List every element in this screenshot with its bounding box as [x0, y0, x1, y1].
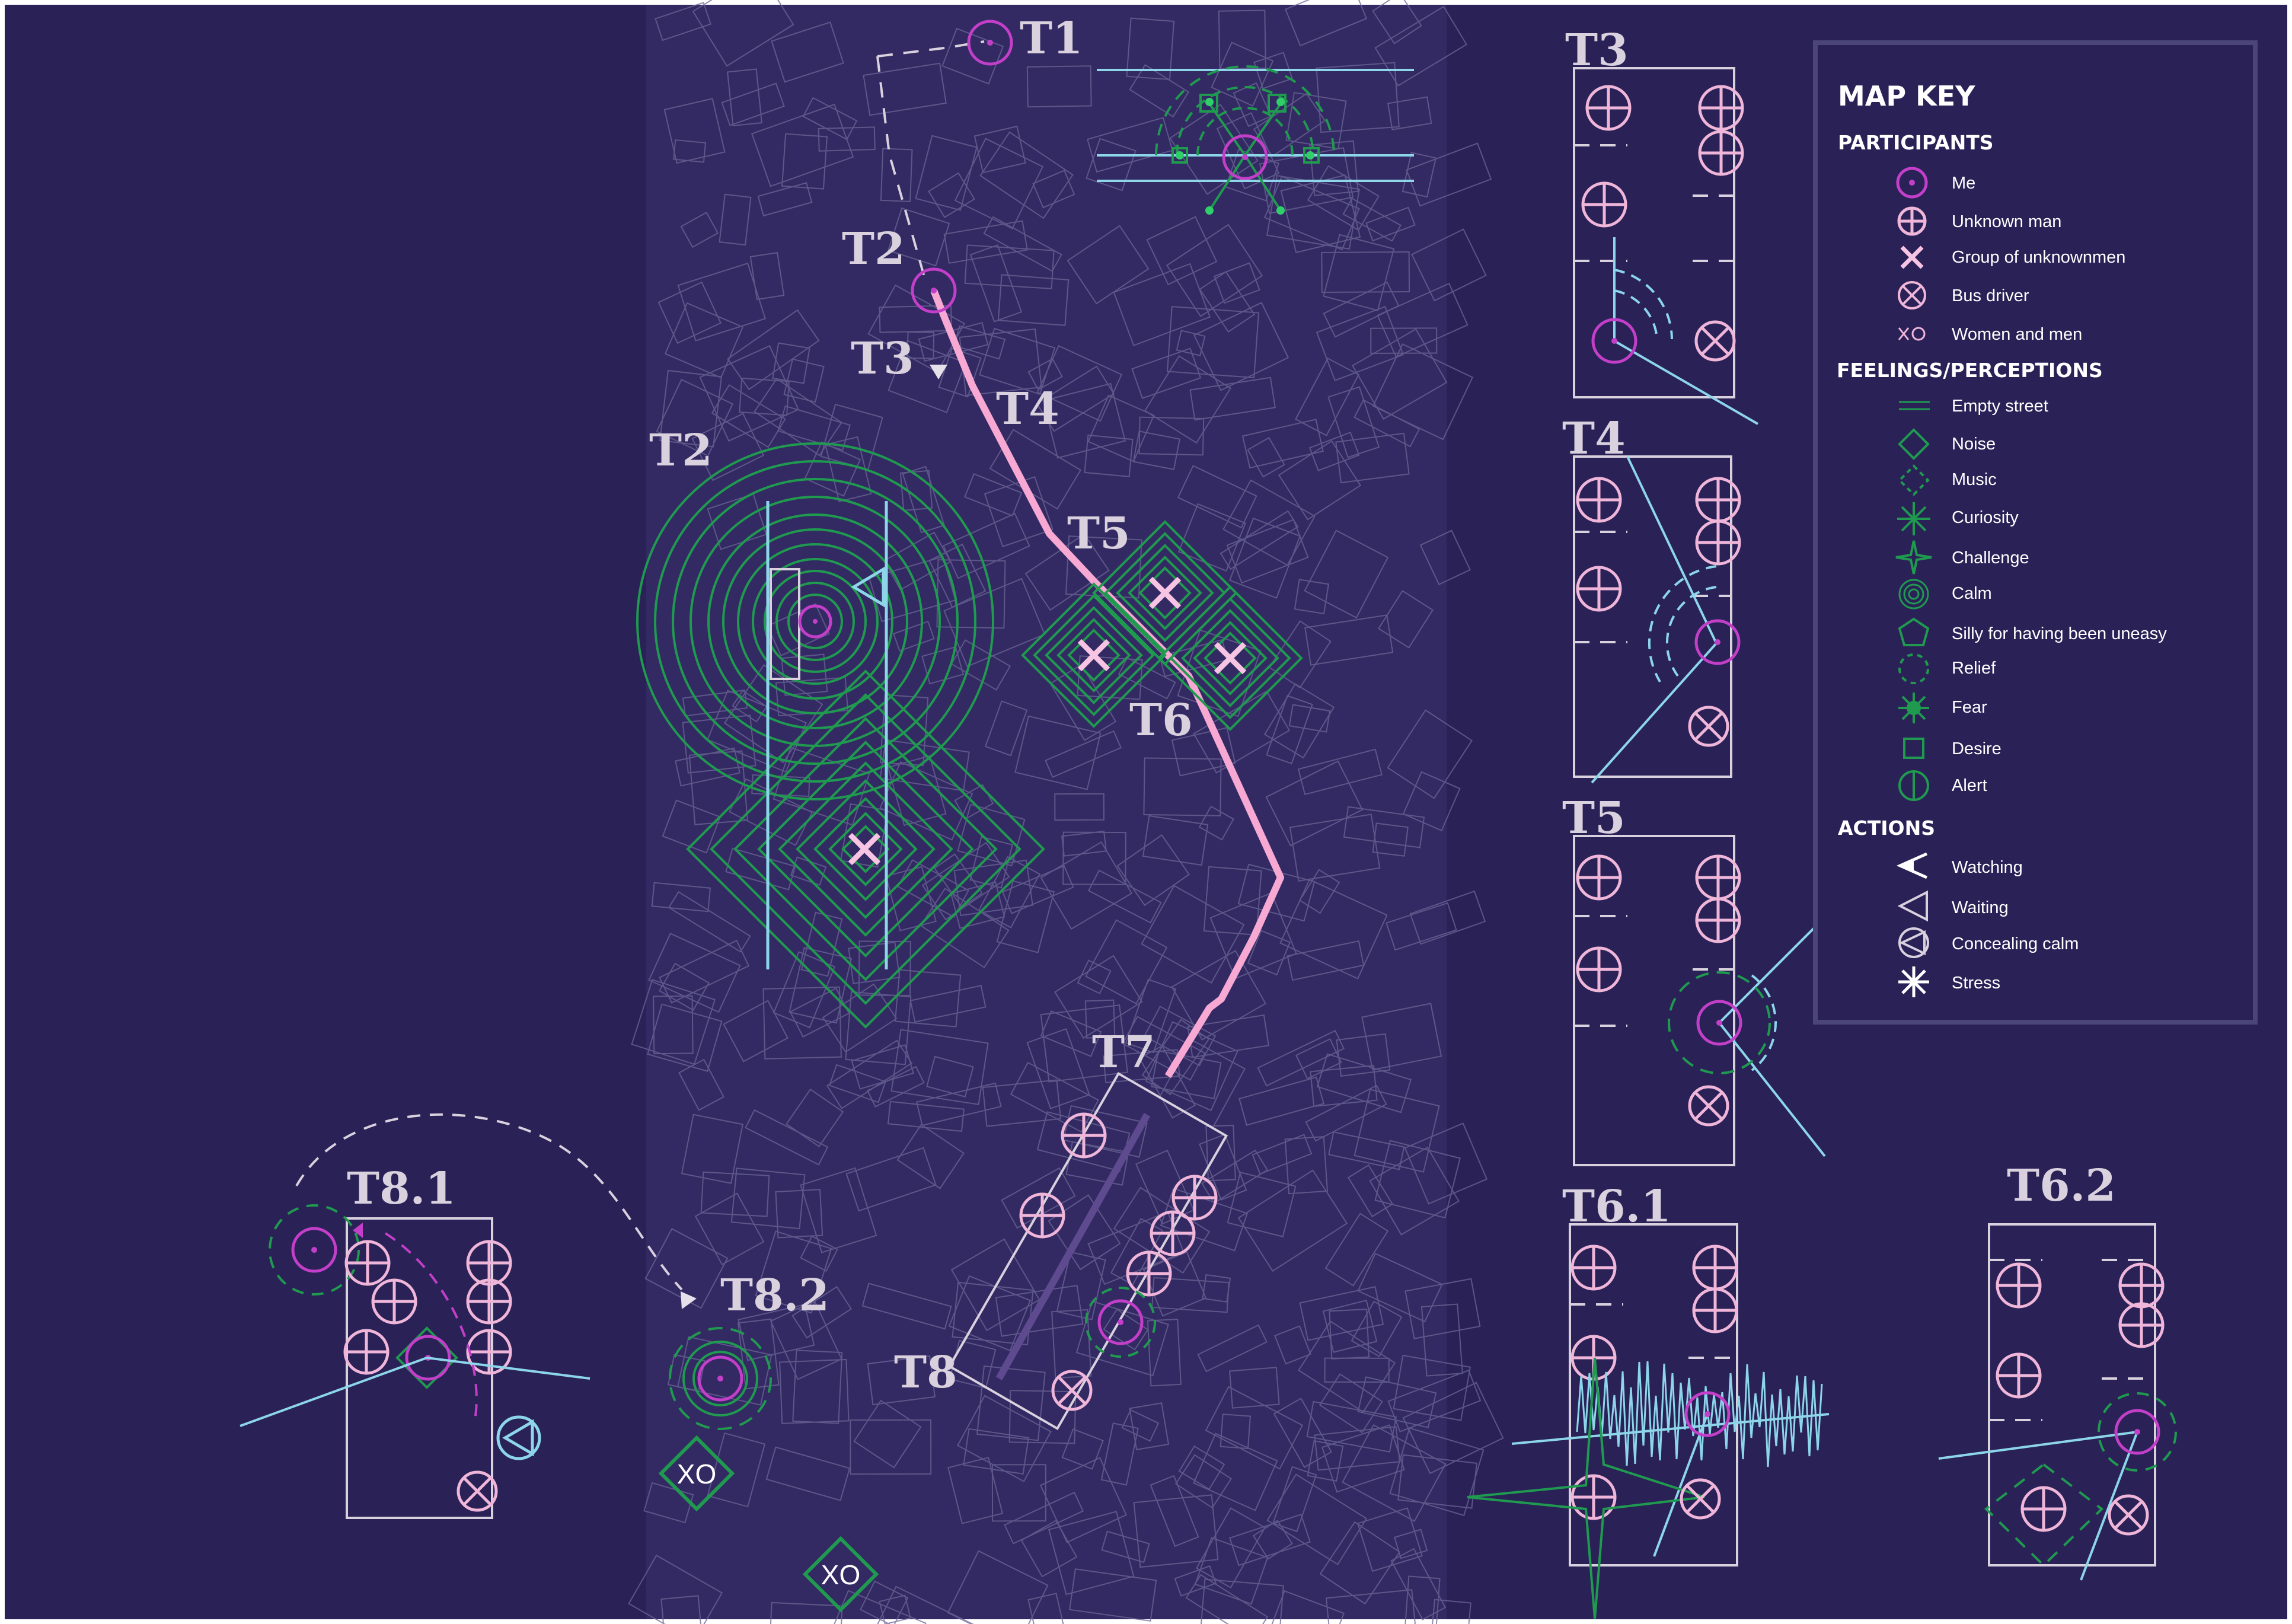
silly-icon — [1898, 617, 1930, 646]
t4-panel — [1573, 455, 1739, 784]
curiosity-icon — [1897, 502, 1930, 535]
label-t3-route: T3 — [851, 333, 914, 384]
label-t1: T1 — [1020, 13, 1083, 64]
direction-arrow-icon — [930, 365, 947, 379]
bus-detail — [947, 1071, 1228, 1431]
key-item-challenge: Challenge — [1952, 548, 2029, 567]
calm-icon — [1898, 579, 1929, 610]
label-t6-route: T6 — [1129, 695, 1193, 746]
me-icon — [1896, 167, 1928, 199]
key-item-stress: Stress — [1952, 974, 2000, 993]
t2-detail — [636, 442, 1045, 1029]
label-t5-panel: T5 — [1562, 793, 1626, 844]
label-t8-2: T8.2 — [720, 1270, 829, 1321]
label-t7-route: T7 — [1092, 1027, 1155, 1078]
label-t2-big: T2 — [649, 425, 713, 476]
key-item-group: Group of unknownmen — [1952, 248, 2125, 267]
empty-street-icon — [1899, 401, 1930, 410]
actions-heading: ACTIONS — [1838, 816, 1935, 840]
label-t6-2-panel: T6.2 — [2007, 1160, 2116, 1211]
t5-noise-diamonds — [1021, 520, 1303, 731]
participants-heading: PARTICIPANTS — [1838, 131, 1994, 154]
label-t5-route: T5 — [1067, 508, 1131, 559]
city-map-area — [646, 5, 1447, 1619]
key-item-curiosity: Curiosity — [1952, 508, 2019, 527]
label-t6-1-panel: T6.1 — [1562, 1181, 1671, 1232]
women-and-men-icon — [1898, 327, 1926, 341]
waiting-icon — [1897, 890, 1928, 922]
unknown-man-icon — [1897, 206, 1927, 236]
key-item-music: Music — [1952, 470, 1997, 489]
key-item-alert: Alert — [1952, 776, 1987, 795]
women-and-men-marker: XO — [677, 1459, 716, 1489]
key-item-waiting: Waiting — [1952, 898, 2009, 917]
label-t3-panel: T3 — [1565, 25, 1629, 76]
t8-2-detail — [658, 1327, 879, 1613]
key-item-silly: Silly for having been uneasy — [1952, 624, 2167, 643]
key-item-bus-driver: Bus driver — [1952, 286, 2029, 305]
label-t8-1: T8.1 — [347, 1163, 456, 1214]
key-item-relief: Relief — [1952, 659, 1996, 678]
bus-driver-icon — [1898, 281, 1926, 310]
stress-icon — [1898, 966, 1929, 997]
label-t2-route: T2 — [842, 224, 905, 275]
key-item-empty-street: Empty street — [1952, 397, 2048, 416]
alert-icon — [1898, 770, 1929, 801]
label-t8-route: T8 — [894, 1347, 957, 1398]
key-item-watching: Watching — [1952, 858, 2023, 877]
map-key-title: MAP KEY — [1838, 80, 1975, 112]
t1-detail — [876, 21, 1414, 279]
music-icon — [1898, 464, 1930, 496]
challenge-icon — [1895, 540, 1932, 575]
key-item-desire: Desire — [1952, 739, 2001, 758]
t2-detail-lines — [766, 501, 888, 969]
t5-panel — [1573, 835, 1830, 1166]
group-icon — [1900, 245, 1924, 269]
t8-1-detail — [240, 1113, 697, 1519]
watching-icon — [1896, 852, 1928, 879]
relief-icon — [1898, 653, 1929, 684]
t3-panel — [1573, 67, 1759, 425]
street-grid — [628, 0, 1504, 1624]
noise-icon — [1898, 428, 1930, 460]
concealing-calm-icon — [1898, 927, 1929, 958]
fear-icon — [1898, 693, 1929, 723]
desire-icon — [1903, 738, 1924, 759]
label-t4-panel: T4 — [1562, 413, 1626, 464]
key-item-noise: Noise — [1952, 435, 1996, 454]
key-item-concealing-calm: Concealing calm — [1952, 934, 2079, 953]
t6-2-panel — [1938, 1223, 2177, 1581]
t6-1-panel — [1467, 1223, 1830, 1619]
key-item-fear: Fear — [1952, 698, 1987, 717]
feelings-heading: FEELINGS/PERCEPTIONS — [1837, 359, 2103, 382]
label-t4-route: T4 — [996, 384, 1059, 435]
key-item-women-and-men: Women and men — [1952, 325, 2082, 344]
key-item-calm: Calm — [1952, 584, 1992, 603]
key-item-unknown-man: Unknown man — [1952, 212, 2061, 231]
map-key: MAP KEY PARTICIPANTS Me Unknown man Grou… — [1813, 40, 2258, 1025]
key-item-me: Me — [1952, 174, 1975, 193]
women-and-men-marker: XO — [821, 1559, 860, 1590]
